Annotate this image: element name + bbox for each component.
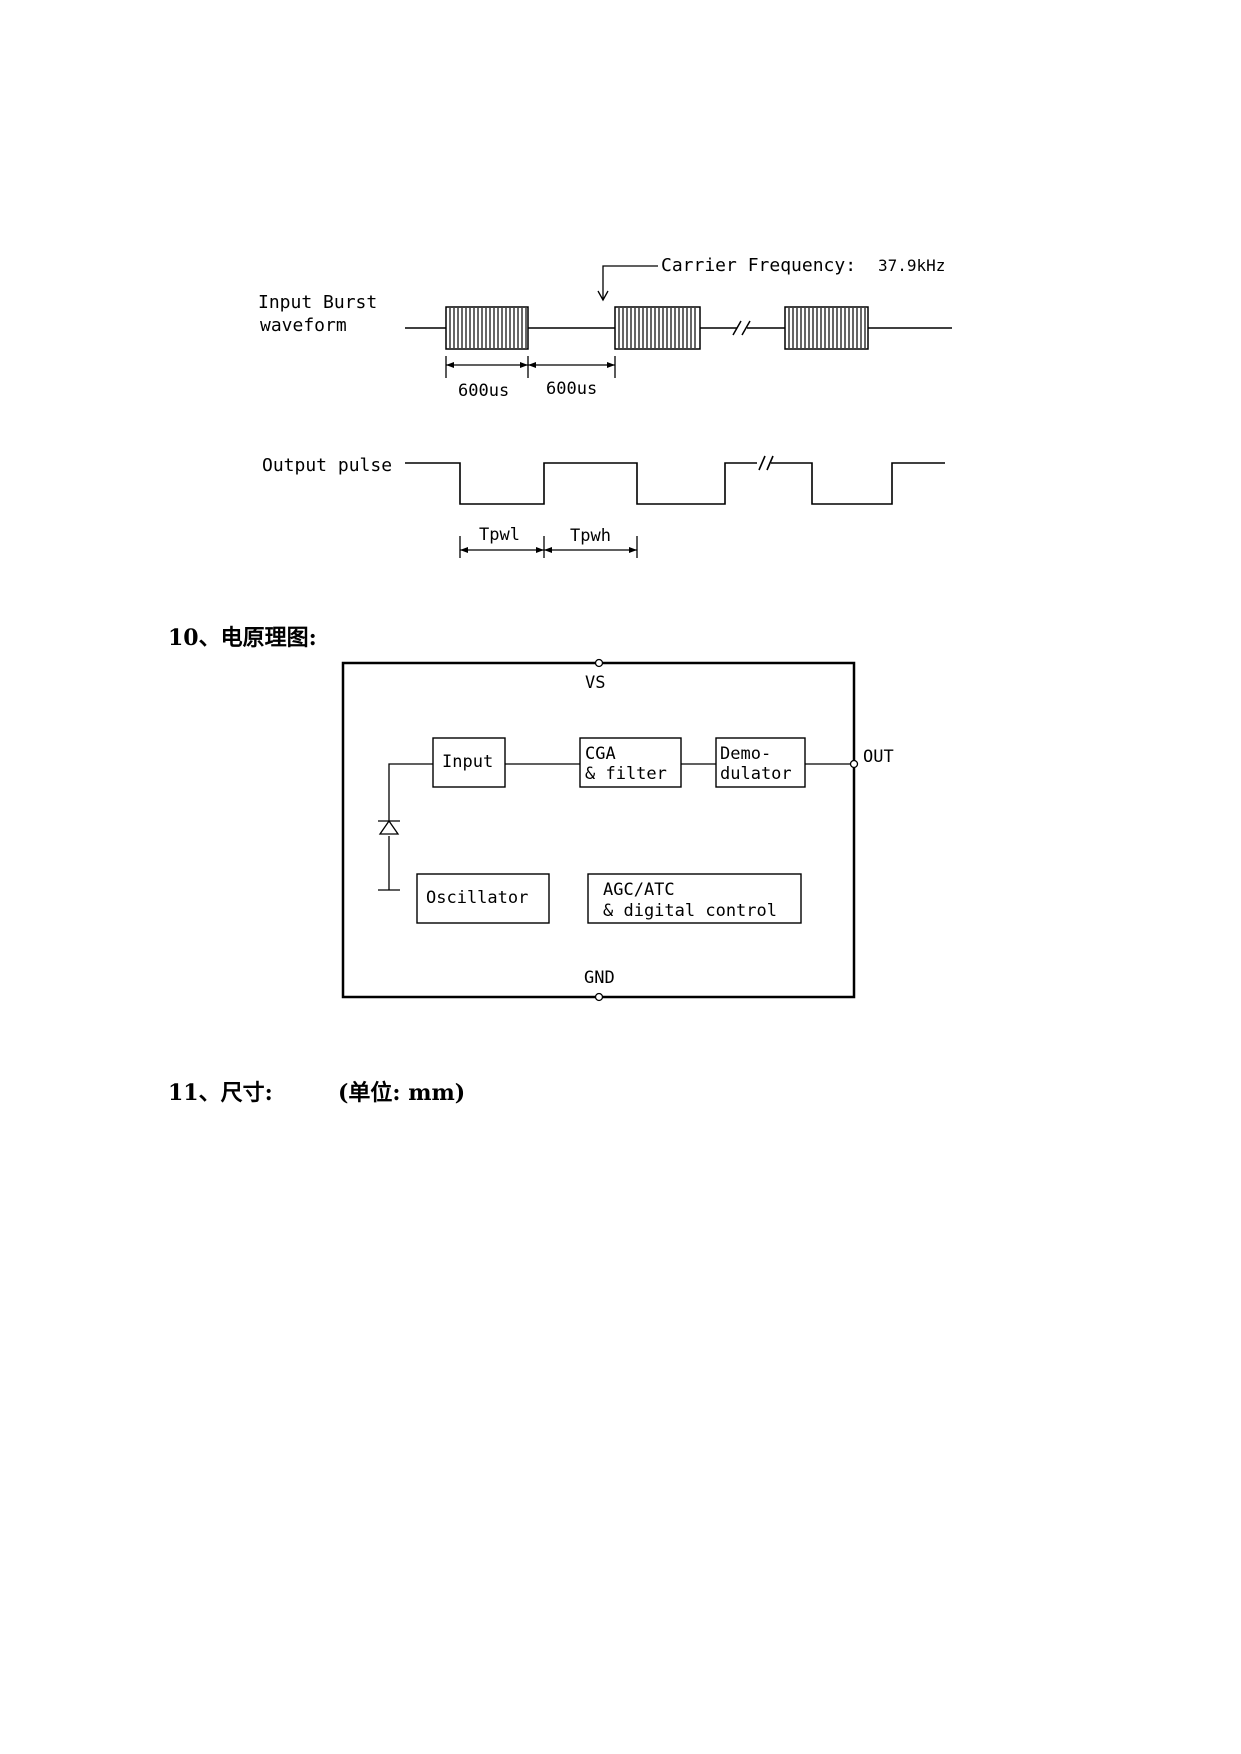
- burst-block-1: [445, 306, 529, 350]
- vs-label: VS: [585, 673, 605, 693]
- out-label: OUT: [863, 747, 894, 767]
- carrier-callout-arrow: [597, 265, 658, 302]
- photodiode-icon: [378, 819, 400, 835]
- vs-pin: [594, 658, 604, 668]
- cga-label-line1: CGA: [585, 744, 616, 764]
- burst-block-2: [614, 306, 701, 350]
- cga-label-line2: & filter: [585, 764, 667, 784]
- input-block: [432, 737, 506, 788]
- pulse-width-dimension: [459, 536, 638, 558]
- demod-label-line2: dulator: [720, 764, 792, 784]
- section-10-heading: 10、电原理图:: [168, 625, 317, 651]
- unit-note: (单位: mm): [338, 1080, 466, 1106]
- input-block-label: Input: [442, 752, 493, 772]
- oscillator-label: Oscillator: [426, 888, 528, 908]
- output-pulse-waveform: [405, 455, 945, 505]
- cga-filter-block: [579, 737, 682, 788]
- input-label-line1: Input Burst: [258, 292, 377, 313]
- tpwh-label: Tpwh: [570, 526, 611, 546]
- signal-wires: [378, 763, 851, 891]
- gnd-pin: [594, 992, 604, 1002]
- carrier-frequency-value: 37.9kHz: [878, 256, 945, 275]
- burst-duration-dimension: [445, 356, 616, 378]
- burst-on-duration: 600us: [458, 381, 509, 401]
- gnd-label: GND: [584, 968, 615, 988]
- agc-label-line1: AGC/ATC: [603, 880, 675, 900]
- demod-label-line1: Demo-: [720, 744, 771, 764]
- burst-block-3: [784, 306, 869, 350]
- agc-control-block: [587, 873, 802, 924]
- input-label-line2: waveform: [260, 315, 347, 336]
- output-pulse-label: Output pulse: [262, 455, 392, 476]
- agc-label-line2: & digital control: [603, 901, 777, 921]
- input-burst-waveform: [405, 320, 952, 336]
- section-11-heading: 11、尺寸:: [168, 1080, 273, 1106]
- out-pin: [849, 759, 859, 769]
- carrier-frequency-label: Carrier Frequency:: [661, 255, 856, 276]
- oscillator-block: [416, 873, 550, 924]
- demodulator-block: [715, 737, 806, 788]
- tpwl-label: Tpwl: [479, 525, 520, 545]
- schematic-diagram: VS GND OUT Input CGA & filter Demo- dula…: [341, 658, 894, 1002]
- ic-outline: [341, 661, 856, 999]
- burst-off-duration: 600us: [546, 379, 597, 399]
